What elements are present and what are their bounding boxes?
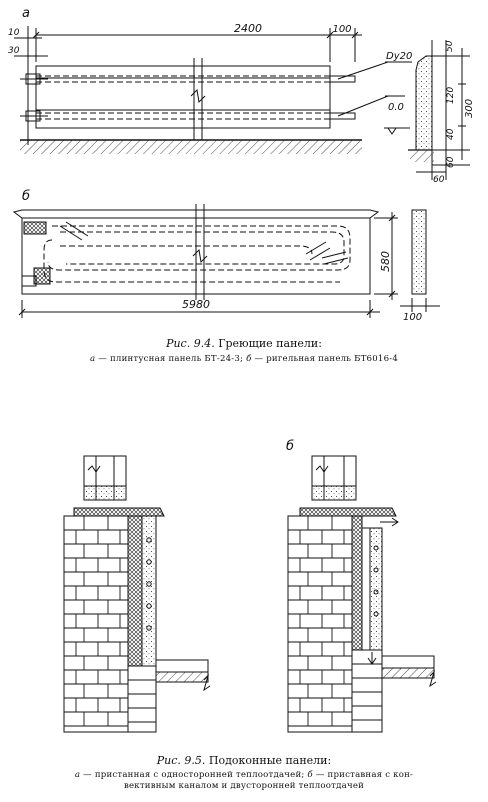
dim-2400: 2400 [234,22,262,35]
fig95-part-b-letter: б [286,439,294,454]
fig95-desc-b-1: приставная с кон- [327,770,414,780]
fig95-desc-a: пристанная с односторонней теплоотдачей; [94,770,305,780]
fig94-caption-desc: а — плинтусная панель БТ-24-3; б — ригел… [89,354,399,364]
fig94-part-a-elevation: a [14,6,412,154]
fig95-part-b-wall-section [287,455,437,733]
dim-30: 30 [8,46,20,56]
level-label: 0.0 [388,102,404,113]
fig95-caption-desc: а — пристанная с односторонней теплоотда… [0,770,488,792]
fig95-part-a-wall-section [63,455,211,733]
dim-50: 50 [445,40,455,52]
pipe-dy20-label: Dy20 [386,51,412,62]
dim-580: 580 [379,251,392,272]
fig94-desc-a-letter: а [89,354,96,364]
dim-120: 120 [446,87,456,104]
fig94-caption: Рис. 9.4. Греющие панели: [0,337,488,350]
dim-100-b: 100 [403,312,422,323]
dim-5980: 5980 [182,298,210,311]
fig94-caption-prefix: Рис. 9.4. [166,337,215,350]
fig94-desc-b: ригельная панель БТ6016-4 [266,354,399,364]
fig94-part-b-elevation: б [12,189,398,318]
fig94-part-b-section [400,209,440,312]
fig94-desc-b-letter: б [246,354,252,364]
dim-60-b: 60 [433,175,445,185]
fig94-part-b-letter: б [22,189,30,204]
fig95-desc-a-letter: а [74,770,81,780]
fig94-desc-a: плинтусная панель БТ-24-3; [109,354,244,364]
dim-10: 10 [8,28,20,38]
fig95-caption-title: Подоконные панели: [208,754,332,767]
fig94-section-dim-labels: 50 120 300 40 60 60 [433,40,475,185]
fig95-caption: Рис. 9.5. Подоконные панели: [0,754,488,767]
dim-300: 300 [464,99,475,118]
fig94-caption-title: Греющие панели: [218,337,322,350]
dim-40: 40 [446,128,456,140]
fig95-desc-b-2: вективным каналом и двусторонней теплоот… [123,781,365,791]
fig94-part-a-letter: a [22,6,30,21]
fig94-part-a-section [408,40,470,180]
fig95-desc-b-letter: б [307,770,313,780]
dim-60-a: 60 [446,156,456,168]
fig95-caption-prefix: Рис. 9.5. [156,754,206,767]
dim-100-a: 100 [332,24,351,35]
